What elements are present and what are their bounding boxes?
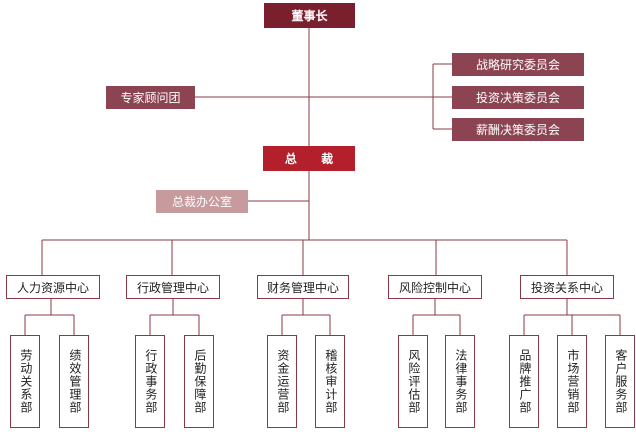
dept-performance: 绩效管理部 <box>59 335 89 428</box>
dept-audit: 稽核审计部 <box>315 335 345 428</box>
president-office-box: 总裁办公室 <box>156 190 248 213</box>
dept-risk-assessment: 风险评估部 <box>398 335 428 428</box>
committee-strategy-box: 战略研究委员会 <box>452 53 584 76</box>
center-admin: 行政管理中心 <box>126 275 220 299</box>
center-investor: 投资关系中心 <box>520 275 614 299</box>
dept-admin-affairs: 行政事务部 <box>135 335 165 428</box>
dept-customer-service: 客户服务部 <box>605 335 635 428</box>
chairman-box: 董事长 <box>264 3 355 28</box>
center-risk: 风险控制中心 <box>388 275 482 299</box>
dept-logistics: 后勤保障部 <box>184 335 214 428</box>
president-box: 总 裁 <box>263 146 355 171</box>
center-finance: 财务管理中心 <box>257 275 349 299</box>
dept-legal: 法律事务部 <box>445 335 475 428</box>
dept-marketing: 市场营销部 <box>557 335 587 428</box>
committee-compensation-box: 薪酬决策委员会 <box>452 118 584 141</box>
advisory-group-box: 专家顾问团 <box>106 86 195 109</box>
committee-investment-box: 投资决策委员会 <box>452 86 584 109</box>
dept-brand: 品牌推广部 <box>509 335 539 428</box>
dept-capital-ops: 资金运营部 <box>267 335 297 428</box>
center-hr: 人力资源中心 <box>6 275 100 299</box>
dept-labor-relations: 劳动关系部 <box>10 335 40 428</box>
